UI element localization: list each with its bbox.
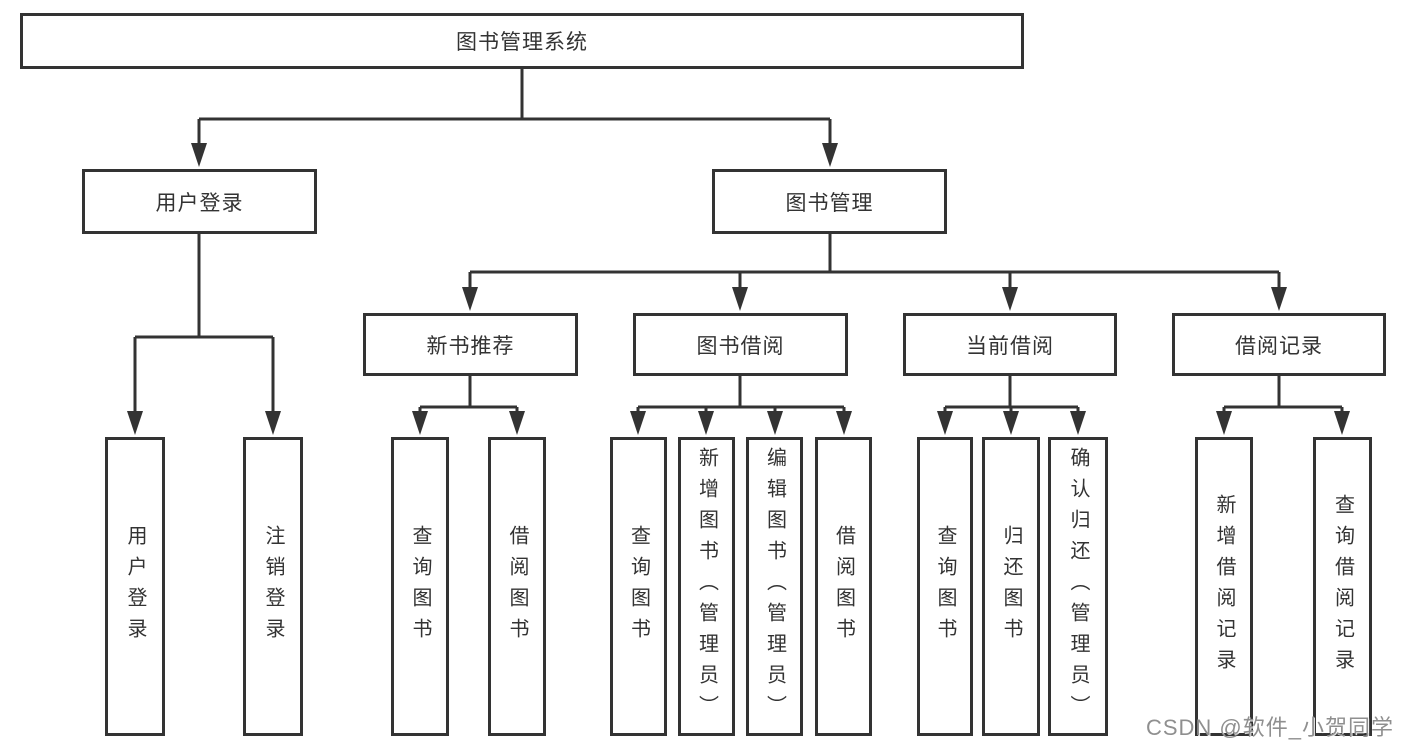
node-book-borrow: 图书借阅 bbox=[633, 313, 848, 376]
arrowhead-icon bbox=[1003, 411, 1019, 435]
leaf-query-books-recommend-label: 查询图书 bbox=[409, 524, 431, 649]
leaf-user-login: 用户登录 bbox=[105, 437, 165, 736]
node-borrow-records-label: 借阅记录 bbox=[1235, 334, 1323, 358]
leaf-borrow-books: 借阅图书 bbox=[815, 437, 872, 736]
leaf-edit-book-admin-label: 编辑图书（管理员） bbox=[763, 447, 786, 726]
node-book-management: 图书管理 bbox=[712, 169, 947, 234]
leaf-borrow-books-recommend-label: 借阅图书 bbox=[506, 524, 528, 649]
leaf-query-borrow-record-label: 查询借阅记录 bbox=[1331, 493, 1354, 680]
leaf-edit-book-admin: 编辑图书（管理员） bbox=[746, 437, 803, 736]
arrowhead-icon bbox=[937, 411, 953, 435]
leaf-query-books-current-label: 查询图书 bbox=[934, 524, 956, 649]
leaf-logout-label: 注销登录 bbox=[262, 524, 284, 649]
leaf-query-books-borrow: 查询图书 bbox=[610, 437, 667, 736]
node-book-borrow-label: 图书借阅 bbox=[696, 334, 785, 358]
leaf-borrow-books-label: 借阅图书 bbox=[832, 524, 855, 649]
leaf-return-book-label: 归还图书 bbox=[1000, 524, 1022, 649]
arrowhead-icon bbox=[127, 411, 143, 435]
leaf-return-book: 归还图书 bbox=[982, 437, 1040, 736]
arrowhead-icon bbox=[1002, 287, 1018, 311]
node-current-borrow: 当前借阅 bbox=[903, 313, 1117, 376]
connector-user-login-branch bbox=[133, 234, 275, 414]
arrowhead-icon bbox=[630, 411, 646, 435]
node-book-management-label: 图书管理 bbox=[785, 191, 874, 215]
arrowhead-icon bbox=[732, 287, 748, 311]
leaf-add-book-admin: 新增图书（管理员） bbox=[678, 437, 735, 736]
node-current-borrow-label: 当前借阅 bbox=[966, 334, 1054, 358]
node-borrow-records: 借阅记录 bbox=[1172, 313, 1386, 376]
leaf-confirm-return-admin: 确认归还（管理员） bbox=[1048, 437, 1108, 736]
connector-borrow-records-branch bbox=[1222, 376, 1344, 414]
connector-book-management-branch bbox=[468, 234, 1281, 290]
leaf-query-books-recommend: 查询图书 bbox=[391, 437, 449, 736]
arrowhead-icon bbox=[265, 411, 281, 435]
leaf-query-borrow-record: 查询借阅记录 bbox=[1313, 437, 1372, 736]
node-library-system-label: 图书管理系统 bbox=[456, 31, 588, 54]
leaf-user-login-label: 用户登录 bbox=[124, 524, 146, 649]
arrowhead-icon bbox=[462, 287, 478, 311]
leaf-add-book-admin-label: 新增图书（管理员） bbox=[695, 447, 718, 726]
leaf-borrow-books-recommend: 借阅图书 bbox=[488, 437, 546, 736]
leaf-confirm-return-admin-label: 确认归还（管理员） bbox=[1067, 447, 1089, 726]
arrowhead-icon bbox=[836, 411, 852, 435]
node-user-login-label: 用户登录 bbox=[155, 191, 244, 215]
arrowhead-icon bbox=[191, 143, 207, 167]
leaf-query-books-current: 查询图书 bbox=[917, 437, 973, 736]
node-library-system: 图书管理系统 bbox=[20, 13, 1024, 69]
connector-current-borrow-branch bbox=[943, 376, 1080, 414]
leaf-logout: 注销登录 bbox=[243, 437, 303, 736]
arrowhead-icon bbox=[767, 411, 783, 435]
arrowhead-icon bbox=[1070, 411, 1086, 435]
csdn-watermark: CSDN @软件_小贺同学 bbox=[1145, 715, 1394, 740]
arrowhead-icon bbox=[822, 143, 838, 167]
connector-new-book-recommend-branch bbox=[418, 376, 519, 414]
arrowhead-icon bbox=[698, 411, 714, 435]
connector-root-to-level2 bbox=[197, 69, 832, 146]
leaf-add-borrow-record: 新增借阅记录 bbox=[1195, 437, 1253, 736]
arrowhead-icon bbox=[412, 411, 428, 435]
arrowhead-icon bbox=[509, 411, 525, 435]
leaf-query-books-borrow-label: 查询图书 bbox=[627, 524, 650, 649]
node-new-book-recommend-label: 新书推荐 bbox=[426, 334, 515, 358]
arrowhead-icon bbox=[1334, 411, 1350, 435]
arrowheads bbox=[127, 143, 1350, 435]
arrowhead-icon bbox=[1271, 287, 1287, 311]
node-new-book-recommend: 新书推荐 bbox=[363, 313, 578, 376]
node-user-login: 用户登录 bbox=[82, 169, 317, 234]
leaf-add-borrow-record-label: 新增借阅记录 bbox=[1213, 493, 1235, 680]
connector-book-borrow-branch bbox=[636, 376, 846, 414]
arrowhead-icon bbox=[1216, 411, 1232, 435]
